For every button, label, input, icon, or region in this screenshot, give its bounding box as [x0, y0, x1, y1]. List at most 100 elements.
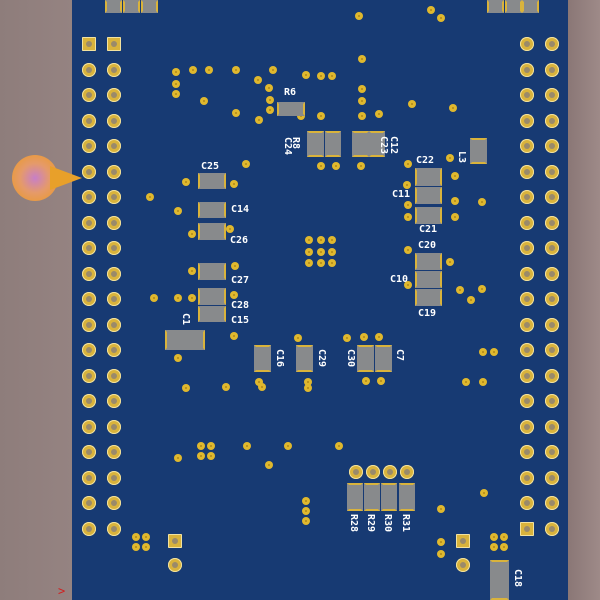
header-pin[interactable] — [520, 190, 534, 204]
component-c25[interactable] — [198, 173, 226, 189]
component-r6[interactable] — [277, 102, 305, 116]
header-pin[interactable] — [545, 113, 559, 128]
header-pin[interactable] — [520, 139, 534, 153]
component-c12[interactable] — [352, 131, 369, 157]
header-pin[interactable] — [520, 419, 534, 434]
component-c7[interactable] — [375, 345, 392, 372]
header-pin[interactable] — [107, 496, 121, 510]
header-pin[interactable] — [107, 241, 121, 255]
header-pin[interactable] — [545, 266, 559, 281]
header-pin[interactable] — [107, 470, 121, 485]
header-pin[interactable] — [82, 266, 96, 281]
header-pin[interactable] — [520, 368, 534, 383]
header-pin[interactable] — [107, 445, 121, 459]
pad[interactable] — [400, 465, 414, 479]
header-pin[interactable] — [82, 62, 96, 77]
header-pin[interactable] — [107, 190, 121, 204]
header-pin[interactable] — [107, 113, 121, 128]
component-c30[interactable] — [357, 345, 374, 372]
header-pin[interactable] — [82, 317, 96, 332]
header-pin[interactable] — [107, 419, 121, 434]
header-pin[interactable] — [520, 241, 534, 255]
header-pin[interactable] — [545, 343, 559, 357]
component-c22[interactable] — [415, 168, 442, 186]
component-c23[interactable] — [369, 131, 385, 157]
component-r28[interactable] — [347, 483, 363, 511]
header-pin[interactable] — [82, 164, 96, 179]
pad[interactable] — [366, 465, 380, 479]
header-pin[interactable] — [545, 317, 559, 332]
pad[interactable] — [383, 465, 397, 479]
component-c15[interactable] — [198, 306, 226, 322]
header-pin[interactable] — [82, 292, 96, 306]
header-pin[interactable] — [545, 521, 559, 536]
header-pin[interactable] — [82, 37, 96, 51]
header-pin[interactable] — [545, 241, 559, 255]
header-pin[interactable] — [545, 496, 559, 510]
header-pin[interactable] — [520, 317, 534, 332]
component-r29[interactable] — [364, 483, 380, 511]
header-pin[interactable] — [107, 266, 121, 281]
component-c28[interactable] — [198, 288, 226, 305]
header-pin[interactable] — [82, 521, 96, 536]
header-pin[interactable] — [545, 215, 559, 230]
header-pin[interactable] — [520, 343, 534, 357]
header-pin[interactable] — [82, 343, 96, 357]
header-pin[interactable] — [82, 496, 96, 510]
component-c18[interactable] — [490, 560, 509, 600]
header-pin[interactable] — [545, 419, 559, 434]
header-pin[interactable] — [545, 368, 559, 383]
pad[interactable] — [168, 534, 182, 548]
component-c1[interactable] — [165, 330, 205, 350]
header-pin[interactable] — [520, 215, 534, 230]
component-c26[interactable] — [198, 223, 226, 240]
pad[interactable] — [168, 558, 182, 572]
header-pin[interactable] — [107, 62, 121, 77]
component-c19[interactable] — [415, 289, 442, 306]
component-c24[interactable] — [325, 131, 341, 157]
header-pin[interactable] — [82, 88, 96, 102]
header-pin[interactable] — [82, 190, 96, 204]
pad[interactable] — [456, 534, 470, 548]
component-c20[interactable] — [415, 253, 442, 270]
header-pin[interactable] — [520, 394, 534, 408]
component-l3[interactable] — [470, 138, 487, 164]
header-pin[interactable] — [520, 113, 534, 128]
component-body[interactable] — [105, 0, 122, 13]
component-body[interactable] — [487, 0, 504, 13]
header-pin[interactable] — [82, 394, 96, 408]
header-pin[interactable] — [82, 215, 96, 230]
header-pin[interactable] — [82, 419, 96, 434]
header-pin[interactable] — [107, 292, 121, 306]
header-pin[interactable] — [545, 139, 559, 153]
header-pin[interactable] — [107, 317, 121, 332]
header-pin[interactable] — [107, 37, 121, 51]
header-pin[interactable] — [520, 470, 534, 485]
component-r30[interactable] — [381, 483, 397, 511]
component-body[interactable] — [123, 0, 140, 13]
header-pin[interactable] — [107, 139, 121, 153]
header-pin[interactable] — [545, 190, 559, 204]
header-pin[interactable] — [82, 445, 96, 459]
component-c11[interactable] — [415, 187, 442, 204]
header-pin[interactable] — [520, 521, 534, 536]
header-pin[interactable] — [107, 368, 121, 383]
header-pin[interactable] — [520, 164, 534, 179]
header-pin[interactable] — [107, 88, 121, 102]
header-pin[interactable] — [82, 139, 96, 153]
component-c29[interactable] — [296, 345, 313, 372]
pad[interactable] — [456, 558, 470, 572]
header-pin[interactable] — [520, 266, 534, 281]
header-pin[interactable] — [520, 292, 534, 306]
header-pin[interactable] — [545, 88, 559, 102]
header-pin[interactable] — [82, 241, 96, 255]
header-pin[interactable] — [545, 37, 559, 51]
component-c14[interactable] — [198, 202, 226, 218]
header-pin[interactable] — [82, 470, 96, 485]
header-pin[interactable] — [107, 343, 121, 357]
header-pin[interactable] — [107, 215, 121, 230]
component-c21[interactable] — [415, 207, 442, 224]
header-pin[interactable] — [545, 62, 559, 77]
header-pin[interactable] — [82, 368, 96, 383]
header-pin[interactable] — [545, 292, 559, 306]
